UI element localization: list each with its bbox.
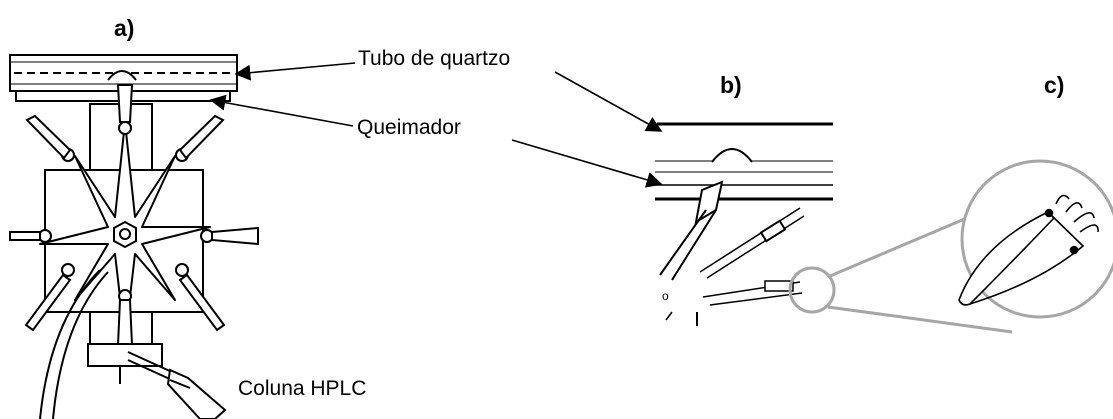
nebulizer-arms — [9, 84, 259, 346]
label-quartz-tube: Tubo de quartzo — [358, 47, 511, 70]
svg-text:o: o — [662, 289, 669, 303]
sample-tubing — [39, 269, 101, 419]
magnifier-lens — [960, 159, 1113, 319]
panel-c-capillary-tip — [958, 194, 1099, 306]
tube-arrow — [234, 62, 356, 81]
magnifier — [788, 159, 1113, 334]
burner-arrow-b — [511, 139, 663, 188]
panel-b-detail: o — [655, 122, 833, 326]
nebulizer-body — [87, 343, 163, 367]
panel-label-c: c) — [1044, 72, 1065, 98]
panel-a-burner-assembly — [9, 54, 259, 419]
panel-label-b: b) — [720, 72, 742, 98]
label-burner: Queimador — [357, 116, 461, 139]
label-hplc-column: Coluna HPLC — [238, 377, 367, 400]
panel-label-a: a) — [114, 15, 135, 41]
hex-nut — [113, 220, 137, 249]
burner-arrow — [209, 94, 354, 127]
hplc-capillary — [127, 351, 173, 373]
hplc-column — [166, 368, 227, 419]
tube-arrow-b — [554, 71, 663, 132]
magnifier-source-circle — [788, 266, 836, 314]
